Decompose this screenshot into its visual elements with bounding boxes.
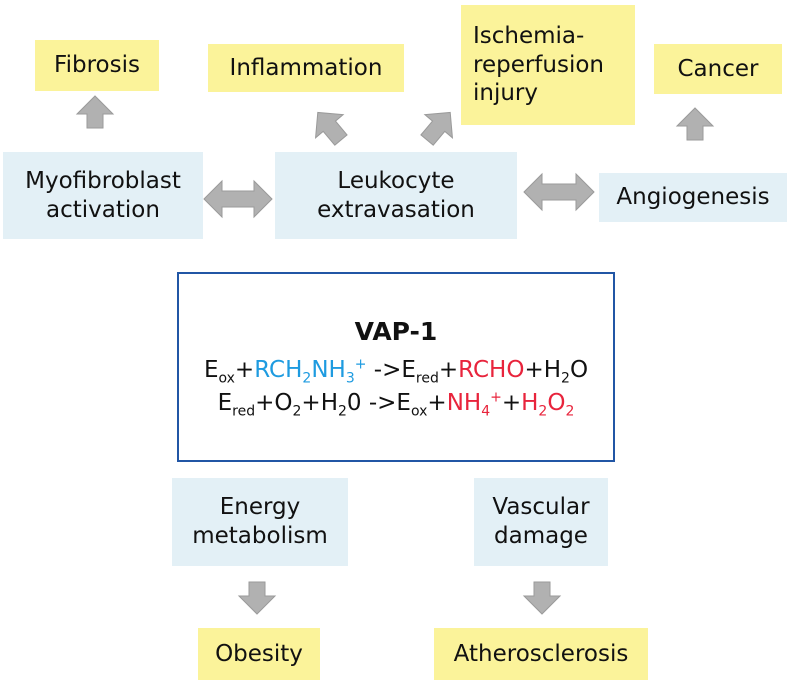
energy-label-line2: metabolism — [192, 523, 328, 549]
eq1-sub-a: RCH — [254, 356, 303, 383]
eq1-sub-e: + — [354, 356, 367, 373]
arrow-up-fibrosis — [75, 95, 115, 129]
myofibroblast-label-line2: activation — [46, 196, 160, 223]
obesity-box: Obesity — [198, 628, 320, 680]
eq2-o2b: 2 — [565, 403, 575, 420]
myofibroblast-activation-box: Myofibroblast activation — [3, 152, 203, 239]
eq1-arrow: ->E — [366, 356, 416, 383]
arrow-double-left — [203, 179, 273, 219]
inflammation-box: Inflammation — [208, 44, 404, 92]
eq1-plus2: + — [438, 356, 459, 383]
eq2-ox: ox — [410, 403, 428, 420]
eq2-h: H — [521, 390, 539, 417]
obesity-label: Obesity — [215, 640, 303, 667]
eq2-h2: 2 — [338, 403, 347, 420]
eq2-plus2: +H — [301, 390, 338, 417]
vascular-label-line2: damage — [494, 523, 588, 549]
eq1-e: E — [203, 356, 219, 383]
angiogenesis-label: Angiogenesis — [616, 184, 770, 211]
cancer-box: Cancer — [654, 44, 782, 94]
eq2-zero: 0 ->E — [346, 390, 411, 417]
myofibroblast-label-line1: Myofibroblast — [25, 167, 181, 194]
fibrosis-box: Fibrosis — [35, 40, 159, 91]
arrow-down-obesity — [237, 581, 277, 615]
eq1-ox: ox — [218, 370, 235, 387]
eq1-product: RCHO — [458, 356, 525, 383]
arrow-diag-inflammation — [314, 111, 348, 146]
eq2-e: E — [217, 390, 233, 417]
eq2-o2: 2 — [292, 403, 302, 420]
eq2-ammonium: NH4+ — [446, 389, 502, 419]
eq1-substrate: RCH2NH3+ — [254, 356, 367, 387]
eq2-nhplus: + — [490, 389, 502, 406]
leukocyte-label-line2: extravasation — [317, 196, 475, 223]
eq2-plus4: + — [501, 390, 522, 417]
eq2-peroxide: H2O2 — [521, 390, 574, 419]
ischemia-label-line3: injury — [473, 80, 539, 107]
ischemia-label-line2: reperfusion — [473, 51, 605, 78]
ischemia-label-line1: Ischemia- — [473, 22, 585, 49]
arrow-double-right — [523, 172, 595, 212]
eq2-nh: NH — [446, 390, 482, 417]
inflammation-label: Inflammation — [229, 54, 383, 81]
eq1-sub-c: NH — [311, 356, 346, 383]
atherosclerosis-label: Atherosclerosis — [453, 640, 629, 667]
arrow-up-cancer — [675, 107, 715, 141]
eq2-plus1: +O — [255, 390, 293, 417]
vascular-damage-box: Vascular damage — [474, 478, 608, 566]
reaction-equation-2: Ered+O2+H20 ->Eox+NH4++H2O2 — [218, 387, 575, 420]
leukocyte-extravasation-box: Leukocyte extravasation — [275, 152, 517, 239]
cancer-label: Cancer — [677, 55, 759, 82]
eq2-h2b: 2 — [538, 403, 548, 420]
eq2-red: red — [232, 403, 256, 420]
eq1-sub-b: 2 — [302, 370, 312, 387]
eq1-red: red — [415, 370, 439, 387]
vascular-label-line1: Vascular — [492, 494, 590, 521]
reaction-equation-1: Eox+RCH2NH3+ ->Ered+RCHO+H2O — [204, 354, 588, 387]
eq2-plus3: + — [427, 390, 447, 417]
eq1-plus3: +H — [524, 356, 562, 383]
ischemia-reperfusion-box: Ischemia- reperfusion injury — [461, 5, 635, 125]
arrow-down-atherosclerosis — [522, 581, 562, 615]
energy-metabolism-box: Energy metabolism — [172, 478, 348, 566]
eq1-sub-d: 3 — [345, 370, 355, 387]
atherosclerosis-box: Atherosclerosis — [434, 628, 648, 680]
leukocyte-label-line1: Leukocyte — [337, 167, 455, 194]
eq1-o: O — [569, 356, 589, 383]
eq2-o: O — [547, 390, 566, 417]
energy-label-line1: Energy — [219, 494, 301, 521]
eq1-plus1: + — [234, 356, 255, 383]
arrow-diag-ischemia — [420, 111, 454, 146]
angiogenesis-box: Angiogenesis — [599, 173, 787, 222]
vap1-reaction-box: VAP-1 Eox+RCH2NH3+ ->Ered+RCHO+H2O Ered+… — [177, 272, 615, 462]
eq1-h2: 2 — [561, 370, 570, 387]
fibrosis-label: Fibrosis — [54, 52, 140, 79]
eq2-nh4: 4 — [481, 403, 491, 420]
vap1-title: VAP-1 — [354, 316, 438, 346]
